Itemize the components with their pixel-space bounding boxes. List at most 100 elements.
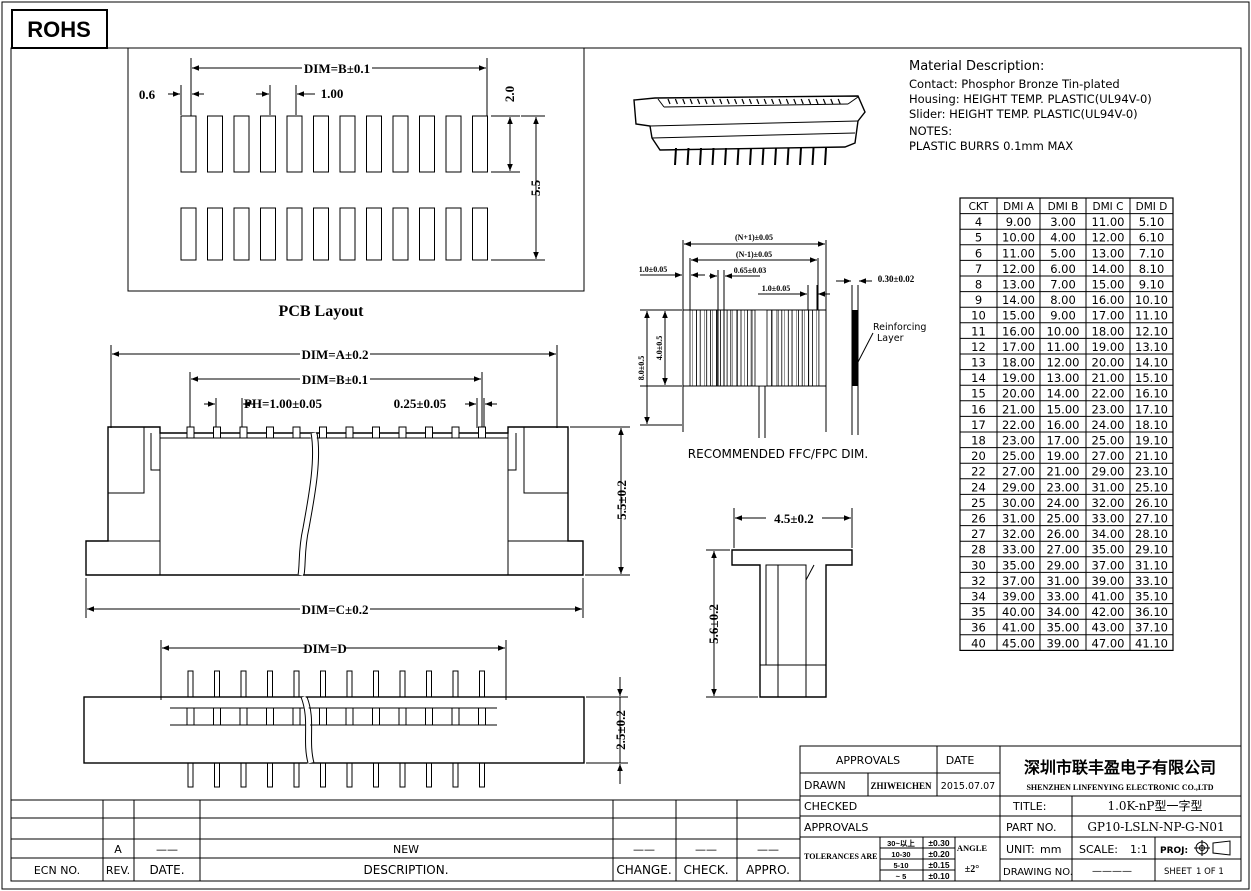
table-cell: 35.10 [1135, 590, 1168, 604]
pcb-pad [233, 207, 250, 261]
front-contact [425, 426, 433, 439]
rev-row-rev: A [114, 843, 122, 856]
table-cell: 25.00 [1047, 512, 1080, 526]
front-contact [239, 426, 248, 439]
table-cell: 37.00 [1092, 558, 1125, 572]
tol-value-1: ±0.30 [928, 838, 949, 848]
table-cell: 21.00 [1092, 371, 1125, 385]
sheet-label: SHEET [1164, 867, 1193, 877]
title-block: APPROVALS DATE DRAWN ZHIWEICHEN 2015.07.… [799, 745, 1242, 882]
table-cell: 12 [971, 340, 986, 354]
ffc-thickness: 0.30±0.02 [878, 274, 915, 284]
iso-solder-tail [799, 147, 802, 166]
table-cell: 11.00 [1047, 340, 1080, 354]
front-contact [345, 426, 354, 439]
title-date-header: DATE [946, 754, 975, 767]
pcb-pad [445, 115, 462, 173]
iso-solder-tail [724, 147, 727, 166]
material-line-contact: Contact: Phosphor Bronze Tin-plated [909, 77, 1120, 91]
table-cell: 30 [971, 558, 986, 572]
side-width-label: 4.5±0.2 [774, 511, 814, 526]
ffc-dim-mid: 0.65±0.03 [734, 266, 766, 275]
table-cell: 40 [971, 636, 986, 650]
table-cell: 18.00 [1092, 324, 1125, 338]
table-cell: 27.00 [1092, 449, 1125, 463]
ffc-conductor [730, 309, 738, 387]
table-cell: 35.00 [1047, 621, 1080, 635]
table-cell: 17.10 [1135, 402, 1168, 416]
table-cell: 14.00 [1002, 293, 1035, 307]
table-cell: 47.00 [1092, 636, 1125, 650]
table-cell: 15.00 [1092, 278, 1125, 292]
rev-row-appro: —— [757, 843, 779, 856]
iso-top-contact [697, 98, 701, 105]
table-cell: 17.00 [1002, 340, 1035, 354]
table-cell: 28.10 [1135, 527, 1168, 541]
front-dim-a-label: DIM=A±0.2 [302, 347, 369, 362]
table-cell: 14 [971, 371, 986, 385]
scale-label: SCALE: [1079, 843, 1118, 856]
part-label: PART NO. [1006, 821, 1056, 834]
revision-block: A —— NEW —— —— —— ECN NO. REV. DATE. DES… [10, 799, 801, 882]
front-contact [186, 426, 195, 439]
table-cell: 20 [971, 449, 986, 463]
table-cell: 5.00 [1050, 246, 1076, 260]
table-cell: 26.10 [1135, 496, 1168, 510]
iso-solder-tail [674, 147, 677, 166]
table-cell: 11.10 [1135, 309, 1168, 323]
front-dim-b-label: DIM=B±0.1 [302, 372, 368, 387]
iso-top-contact [689, 98, 693, 105]
tol-range-2: 10-30 [891, 850, 910, 859]
bottom-pin [478, 670, 486, 788]
iso-top-contact [830, 98, 834, 105]
front-contact [213, 426, 221, 439]
material-description: Material Description: Contact: Phosphor … [909, 59, 1152, 153]
title-value: 1.0K-nP型一字型 [1107, 798, 1202, 813]
iso-solder-tail [699, 147, 702, 166]
rev-header-check: CHECK. [683, 863, 728, 877]
bottom-dim-d-label: DIM=D [303, 641, 347, 656]
pcb-pad [419, 207, 435, 261]
table-cell: 27.00 [1002, 465, 1035, 479]
pcb-pad [392, 207, 409, 261]
pcb-pad [180, 207, 197, 261]
ffc-dim-top2: (N-1)±0.05 [736, 250, 772, 259]
table-cell: 13.10 [1135, 340, 1168, 354]
table-cell: 32.00 [1002, 527, 1035, 541]
rohs-label: ROHS [27, 17, 91, 42]
table-cell: 7.10 [1139, 246, 1165, 260]
tol-value-2: ±0.20 [928, 849, 949, 859]
table-cell: 25.10 [1135, 480, 1168, 494]
table-cell: 32.00 [1092, 496, 1125, 510]
ffc-height-outer: 8.0±0.5 [637, 356, 646, 380]
front-view-contacts [186, 426, 486, 439]
table-cell: 29.00 [1002, 480, 1035, 494]
table-cell: 25.00 [1092, 434, 1125, 448]
ffc-height-inner: 4.0±0.5 [655, 336, 664, 360]
iso-solder-tail [786, 147, 790, 166]
bottom-view-pins [186, 670, 486, 788]
tolerances-label: TOLERANCES ARE [804, 852, 877, 861]
company-name-en: SHENZHEN LINFENYING ELECTRONIC CO.,LTD [1026, 783, 1213, 792]
table-cell: 20.00 [1002, 387, 1035, 401]
pcb-layout-view: DIM=B±0.1 0.6 1.00 2.0 5.5 [127, 47, 585, 292]
angle-value: ±2° [965, 864, 980, 875]
ffc-dim-pitch: 1.0±0.05 [762, 284, 790, 293]
drawn-date: 2015.07.07 [941, 781, 995, 792]
table-cell: 23.00 [1092, 402, 1125, 416]
table-cell: 3.00 [1050, 215, 1076, 229]
approvals-label: APPROVALS [804, 821, 868, 834]
table-cell: 29.00 [1092, 465, 1125, 479]
ffc-conductors [689, 309, 820, 387]
rev-row-date: —— [156, 843, 178, 856]
table-cell: 4.00 [1050, 231, 1076, 245]
table-cell: 34.00 [1092, 527, 1125, 541]
table-cell: 17 [971, 418, 986, 432]
table-cell: 19.10 [1135, 434, 1168, 448]
pcb-pad [313, 115, 329, 173]
table-cell: 9.00 [1006, 215, 1032, 229]
ffc-conductor [710, 309, 718, 387]
table-cell: 24.00 [1092, 418, 1125, 432]
iso-top-contact [734, 98, 738, 105]
